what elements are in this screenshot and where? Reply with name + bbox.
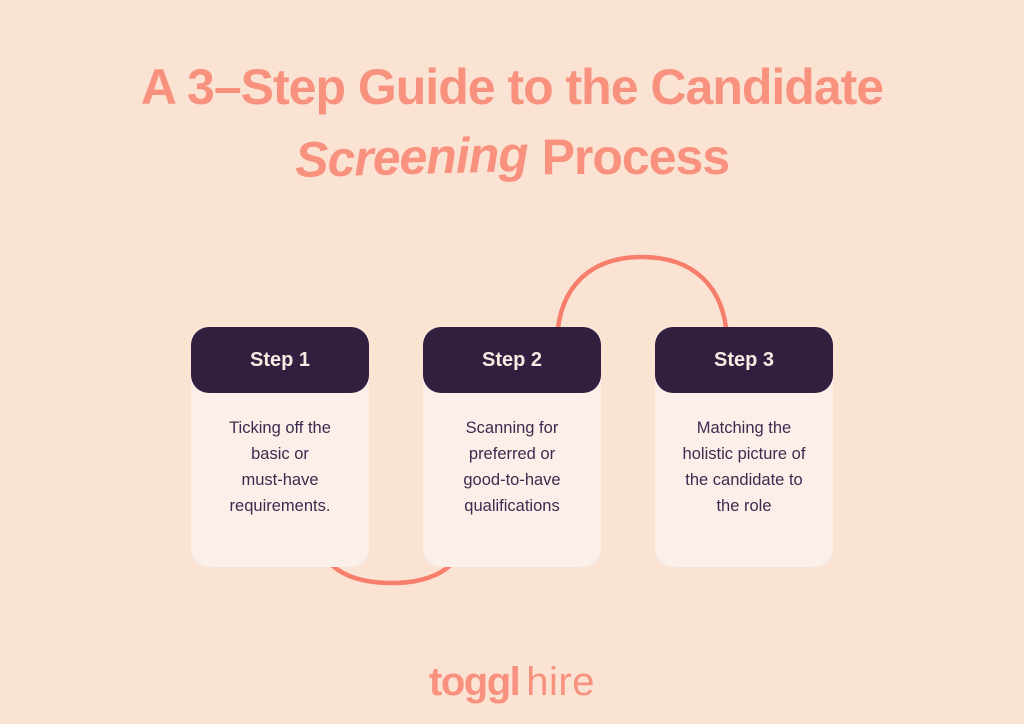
- step-2-line: Scanning for: [465, 419, 559, 437]
- step-1-line: requirements.: [229, 497, 331, 515]
- step-2-line: preferred or: [468, 445, 556, 463]
- step-3-line: Matching the: [696, 419, 792, 437]
- step-1-label: Step 1: [249, 348, 311, 371]
- logo-hire-text: hire: [526, 660, 595, 704]
- step-card-3: Step 3 Matching the holistic picture of …: [655, 327, 833, 567]
- step-3-line: holistic picture of: [682, 445, 806, 463]
- page-title: A 3–Step Guide to the Candidate Screenin…: [0, 52, 1024, 192]
- step-1-header: Step 1: [191, 327, 369, 393]
- title-line-1: A 3–Step Guide to the Candidate: [140, 59, 884, 115]
- step-3-body: Matching the holistic picture of the can…: [655, 363, 833, 567]
- logo-toggl-text: toggl: [429, 660, 521, 704]
- step-1-line: must-have: [241, 471, 319, 489]
- step-card-1: Step 1 Ticking off the basic or must-hav…: [191, 327, 369, 567]
- step-1-line: Ticking off the: [229, 419, 331, 437]
- title-process-text: Process: [541, 129, 731, 185]
- step-3-label: Step 3: [713, 348, 775, 371]
- step-1-line: basic or: [251, 445, 309, 463]
- step-3-line: the role: [716, 497, 772, 515]
- step-1-body: Ticking off the basic or must-have requi…: [191, 363, 369, 567]
- connector-arc-top: [554, 254, 730, 343]
- step-card-2: Step 2 Scanning for preferred or good-to…: [423, 327, 601, 567]
- step-2-label: Step 2: [481, 348, 543, 371]
- step-3-line: the candidate to: [685, 471, 803, 489]
- steps-row: Step 1 Ticking off the basic or must-hav…: [0, 327, 1024, 567]
- step-2-line: qualifications: [464, 497, 560, 515]
- step-2-body: Scanning for preferred or good-to-have q…: [423, 363, 601, 567]
- step-3-header: Step 3: [655, 327, 833, 393]
- step-2-line: good-to-have: [463, 471, 561, 489]
- step-2-header: Step 2: [423, 327, 601, 393]
